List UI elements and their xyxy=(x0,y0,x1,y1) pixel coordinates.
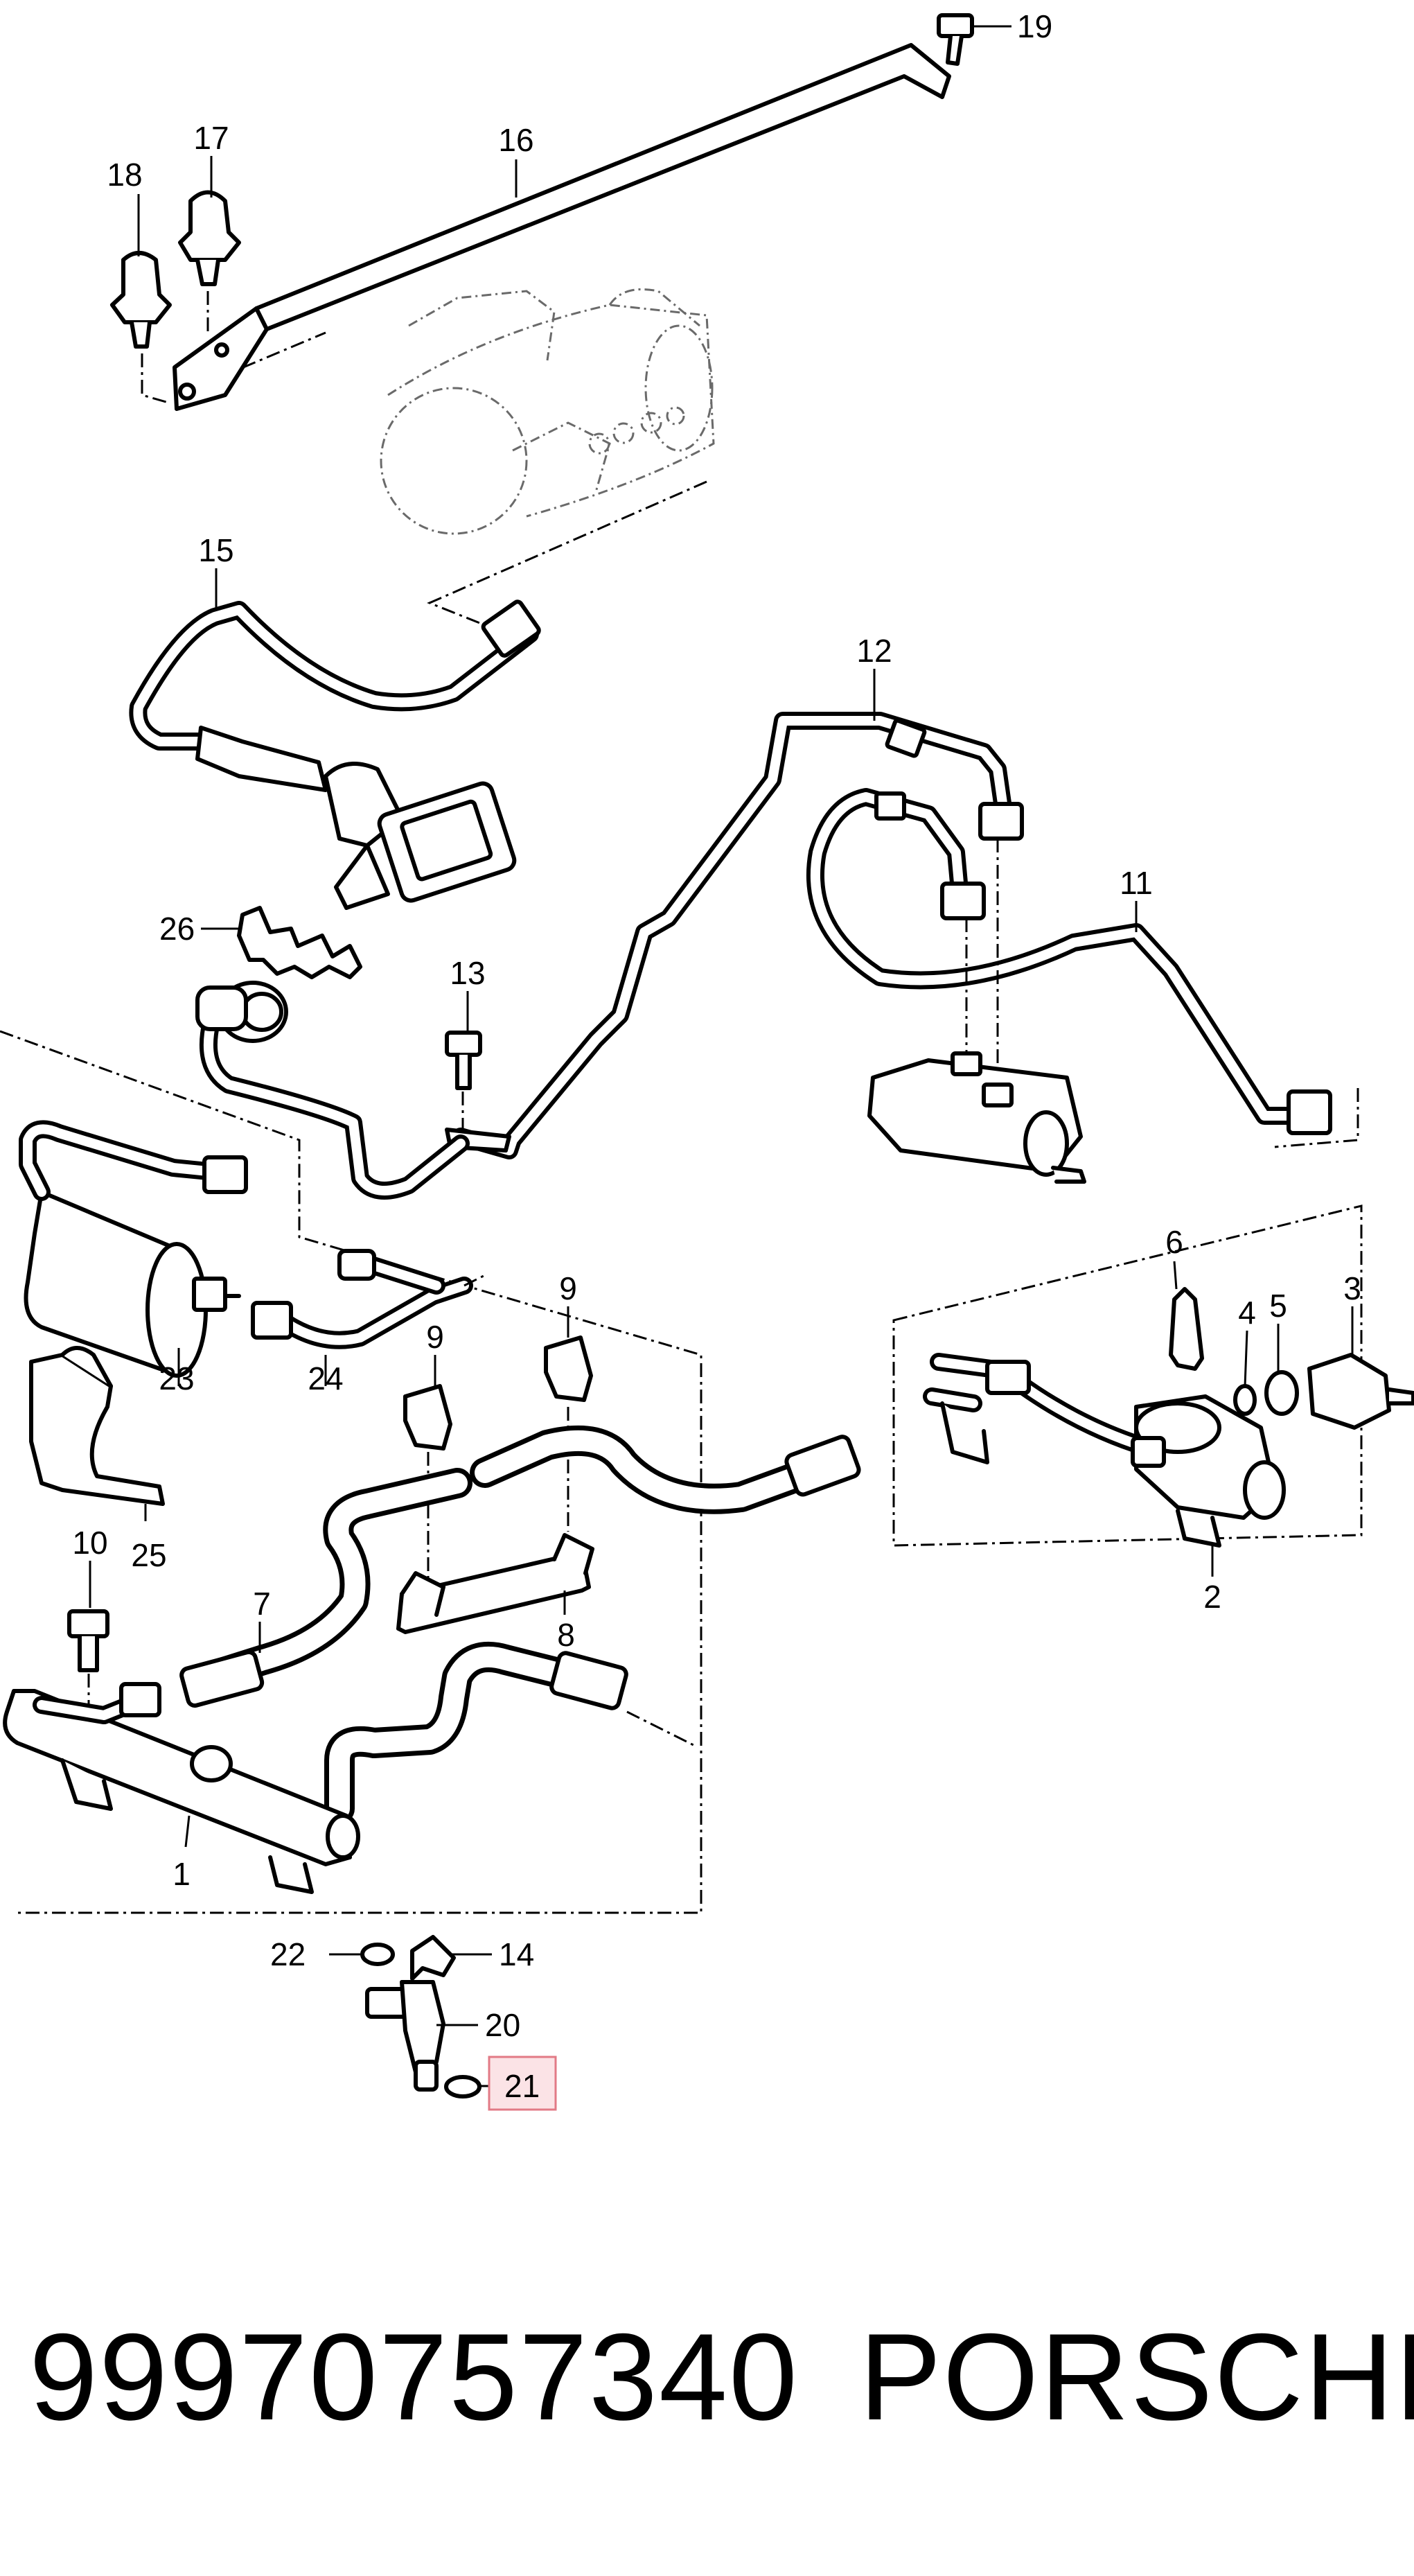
callout-22: 22 xyxy=(270,1936,306,1972)
fuel-distributor xyxy=(867,1051,1086,1184)
brand-name: PORSCHE xyxy=(859,2308,1414,2446)
clip-26 xyxy=(237,906,362,979)
callout-24: 24 xyxy=(308,1360,343,1396)
o-ring-5 xyxy=(1264,1370,1299,1416)
callout-16: 16 xyxy=(498,122,533,158)
o-ring-21 xyxy=(444,2075,481,2099)
bracket-25 xyxy=(29,1346,165,1506)
clip-18 xyxy=(110,251,172,403)
callout-5: 5 xyxy=(1269,1288,1287,1324)
bolt-13 xyxy=(445,1031,511,1153)
assembly-boundary-upper xyxy=(1274,1088,1359,1148)
callout-15: 15 xyxy=(198,532,233,568)
assembly-boundary-left xyxy=(0,1030,702,1914)
clip-17 xyxy=(178,190,241,333)
callout-25: 25 xyxy=(131,1537,166,1573)
hose-rail-return xyxy=(324,1641,628,1824)
regulator-assembly-2 xyxy=(923,1353,1286,1548)
callout-14: 14 xyxy=(499,1936,534,1972)
assembly-boundary-right xyxy=(892,1204,1363,1547)
callout-6: 6 xyxy=(1165,1224,1183,1260)
callout-21: 21 xyxy=(504,2068,540,2104)
callout-26: 26 xyxy=(159,911,195,947)
callout-19: 19 xyxy=(1017,8,1052,44)
callout-23: 23 xyxy=(159,1360,194,1396)
callout-11: 11 xyxy=(1120,865,1153,901)
o-ring-22 xyxy=(360,1943,395,1966)
callout-8: 8 xyxy=(557,1617,575,1653)
bracket-rail-16 xyxy=(173,43,951,411)
callout-labels: 1 2 3 4 5 6 7 8 9 9 10 11 12 13 14 15 16… xyxy=(72,8,1361,2104)
leader-lines xyxy=(89,25,1354,2087)
pipe-11 xyxy=(806,788,1332,1135)
hose-7 xyxy=(179,1468,472,1708)
highlight-box-21 xyxy=(488,2056,557,2111)
footer: 99970757340 PORSCHE xyxy=(0,2308,1414,2460)
clip-14 xyxy=(410,1935,456,1981)
callout-17: 17 xyxy=(193,120,229,156)
fuel-filter-23 xyxy=(19,1120,248,1378)
callout-18: 18 xyxy=(107,157,142,193)
pressure-regulator-3 xyxy=(1307,1353,1414,1430)
callout-9-a: 9 xyxy=(426,1319,444,1355)
bolt-19 xyxy=(937,13,974,66)
hose-26-to-12 xyxy=(195,981,470,1200)
clip-6 xyxy=(1169,1287,1204,1371)
callout-20: 20 xyxy=(485,2007,520,2043)
callout-4: 4 xyxy=(1238,1295,1256,1331)
callout-13: 13 xyxy=(450,955,485,991)
connector-engine-to-pipe15 xyxy=(427,480,707,632)
fuel-rail-1 xyxy=(3,1682,360,1894)
hose-main xyxy=(470,1425,861,1514)
engine-intake-ghost xyxy=(380,288,715,535)
pipe-15 xyxy=(129,599,541,910)
bolt-10 xyxy=(67,1609,109,1712)
callout-1: 1 xyxy=(173,1856,191,1892)
parts-exploded-diagram: 1 2 3 4 5 6 7 8 9 9 10 11 12 13 14 15 16… xyxy=(0,8,1414,2111)
callout-9-b: 9 xyxy=(559,1270,577,1306)
clip-9-a xyxy=(403,1384,452,1587)
callout-12: 12 xyxy=(856,633,892,669)
connector-bracket-to-engine xyxy=(193,331,326,389)
o-ring-4 xyxy=(1233,1384,1257,1416)
pipe-24 xyxy=(251,1249,486,1349)
callout-2: 2 xyxy=(1203,1579,1221,1615)
injector-20 xyxy=(365,1980,445,2092)
bracket-8 xyxy=(396,1533,594,1634)
callout-10: 10 xyxy=(72,1525,107,1561)
part-number: 99970757340 xyxy=(29,2308,799,2446)
callout-7: 7 xyxy=(253,1586,271,1622)
connector-rail-to-box xyxy=(626,1710,697,1748)
pipe-12 xyxy=(452,712,1024,1159)
callout-3: 3 xyxy=(1343,1270,1361,1306)
